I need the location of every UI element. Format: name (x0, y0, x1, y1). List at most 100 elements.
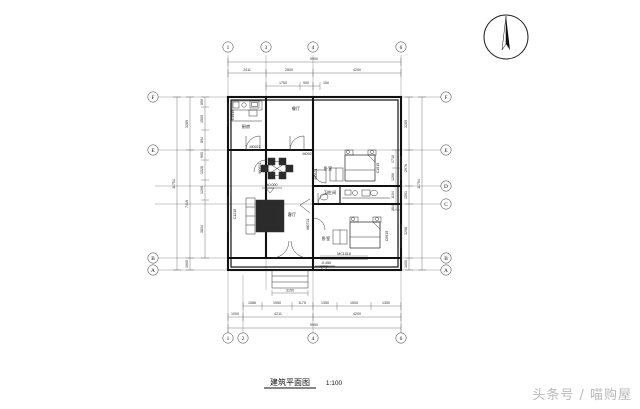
grid-label: B (151, 256, 155, 262)
opening-tag-C0915: C0915 (385, 231, 389, 242)
grid-bubble-right-B: B (440, 252, 452, 264)
dim-text: 284 (391, 205, 395, 211)
grid-bubble-right-D: D (440, 180, 452, 192)
grid-label: 6 (400, 336, 403, 342)
room-label-dining: 餐厅 (292, 105, 300, 112)
dim-text: 7419 (185, 200, 189, 208)
grid-bubble-top-4: 4 (307, 41, 319, 53)
opening-tag-M0921-kitchen: M0921 (250, 145, 261, 149)
dim-text: 4211 (274, 312, 282, 316)
opening-tag-M0821-a: M0821 (258, 163, 262, 174)
grid-bubble-right-F: F (440, 91, 452, 103)
grid-label: 6 (400, 45, 403, 51)
grid-label: F (445, 95, 448, 101)
grid-label: F (152, 95, 155, 101)
dim-text: 894 (200, 137, 204, 143)
dim-text: 1086 (248, 301, 256, 305)
opening-tag-MC1518: MC1518 (337, 252, 351, 256)
dim-text: 1591 (404, 191, 408, 199)
watermark: 头条号 / 喵购屋 (532, 388, 632, 403)
kitchen-furniture (231, 100, 263, 122)
door-swings (245, 135, 330, 259)
dim-text: 1500 (350, 301, 358, 305)
grid-label: E (151, 148, 155, 154)
elevation-label: -0.450 (321, 261, 331, 265)
dining-table-furniture (260, 157, 294, 180)
grid-label: 1 (227, 336, 230, 342)
dim-text: 3289 (185, 120, 189, 128)
bottom-dimension-overall: 9900 (227, 323, 402, 332)
dim-text: 4200 (353, 68, 361, 72)
elevation-label: ±0.000 (267, 183, 278, 187)
dim-text: 11754 (417, 179, 421, 189)
grid-label: 2 (242, 336, 245, 342)
dim-text: 1328 (200, 166, 204, 174)
grid-label: 4 (312, 336, 315, 342)
opening-tag-M0921-dining: M0921 (303, 152, 314, 156)
dim-text: 4200 (353, 312, 361, 316)
building-outline (226, 95, 403, 272)
grid-label: A (151, 268, 155, 274)
dim-text: 9900 (310, 323, 318, 327)
left-dimension-chain-1: 3289 7419 1000 (185, 96, 194, 271)
dim-text: 150 (323, 81, 329, 85)
dim-text: 2411 (243, 68, 251, 72)
dim-text: 1175 (298, 301, 306, 305)
dim-text: 1750 (279, 81, 287, 85)
right-dimension-overall: 11754 (417, 96, 426, 271)
grid-label: E (444, 148, 448, 154)
right-dimension-chain-1: 3289 2976 1591 3298 1000 (404, 96, 413, 271)
grid-label: 1 (227, 45, 230, 51)
grid-bubble-bottom-2: 2 (237, 332, 249, 344)
grid-bubble-bottom-4: 4 (307, 332, 319, 344)
dim-text: 900 (303, 81, 309, 85)
dim-text: 1000 (231, 312, 239, 316)
grid-label: A (444, 268, 448, 274)
room-label-bedroom-2: 卧室 (322, 235, 330, 242)
grid-bubble-top-6: 6 (395, 41, 407, 53)
grid-bubble-right-C: C (440, 198, 452, 210)
top-dimension-chain-1: 2411 2800 4200 (227, 68, 402, 77)
dim-text: 2976 (404, 164, 408, 172)
grid-bubble-bottom-1: 1 (222, 332, 234, 344)
dim-text: 1350 (382, 301, 390, 305)
room-label-bedroom-1: 卧室 (324, 165, 332, 172)
dim-text: 1000 (404, 260, 408, 268)
opening-tag-M0721: M0721 (306, 219, 310, 230)
grid-label: 4 (312, 45, 315, 51)
dim-text: 1200 (200, 186, 204, 194)
bedroom-1-furniture (329, 149, 377, 182)
room-label-living: 客厅 (288, 211, 296, 218)
grid-bubble-top-3: 3 (260, 41, 272, 53)
opening-tag-C1515-left: C1515 (231, 110, 235, 121)
dim-text: 1950 (273, 301, 281, 305)
dim-text: 850 (200, 99, 204, 105)
entry-stair: 3150 (271, 269, 309, 296)
dim-text: 11754 (172, 179, 176, 189)
dim-text: 1710 (391, 155, 395, 163)
dim-text: 1266 (391, 173, 395, 181)
opening-tag-M0821-b: M0821 (314, 169, 318, 180)
grid-bubble-right-A: A (440, 264, 452, 276)
dim-text: 2800 (285, 68, 293, 72)
dim-text: 3289 (404, 120, 408, 128)
bedroom-2-furniture (332, 216, 382, 249)
opening-tag-C1515-right: C1515 (376, 163, 380, 174)
drawing-scale: 1:100 (326, 380, 343, 387)
dim-text: 9900 (310, 57, 318, 61)
dim-text: 3298 (404, 227, 408, 235)
dim-text: 1500 (200, 115, 204, 123)
grid-bubble-top-1: 1 (222, 41, 234, 53)
room-label-bathroom: 卫生间 (324, 189, 337, 196)
left-dimension-overall: 11754 (172, 96, 181, 271)
dim-text: 1104 (391, 191, 395, 199)
opening-tag-C1215: C1215 (233, 209, 237, 220)
room-label-kitchen: 厨房 (242, 123, 250, 130)
dim-text: 1000 (185, 260, 189, 268)
top-dimension-overall: 9900 (227, 57, 402, 66)
grid-label: D (444, 184, 448, 190)
grid-label: B (444, 256, 448, 262)
grid-label: 3 (265, 45, 268, 51)
